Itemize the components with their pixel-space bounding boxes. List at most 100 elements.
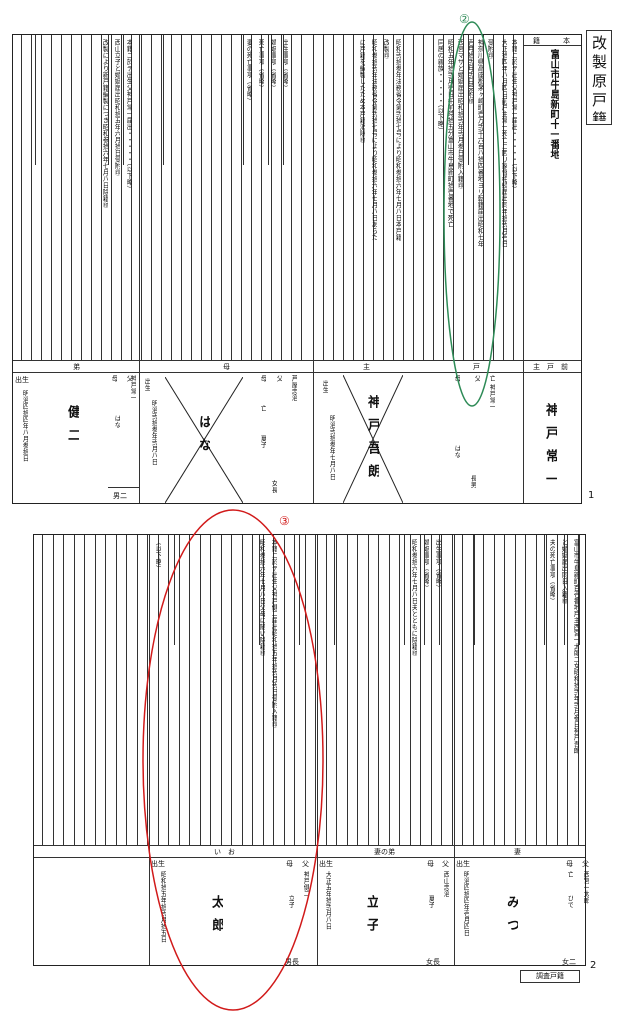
tatsuko-father-label: 父: [442, 860, 449, 868]
column-rule: [123, 35, 124, 165]
tatsuko-section-label: 妻の弟: [374, 848, 395, 856]
head-entry-8: 昭和弐拾参年法務省令第弐拾七号により昭和参拾六年七月八日本戸籍: [394, 39, 401, 241]
column-rule: [51, 35, 52, 360]
son-entry-2: 死亡事項（省略）: [257, 39, 264, 91]
head-entry-11: に戸籍を編製したため本戸籍消除㊞: [358, 39, 365, 143]
wife-father: 西宮一太郎: [582, 871, 589, 904]
head-entry-10: 昭和参拾弐年法務省令第弐拾七号により昭和参拾六年七月八日あらた: [370, 39, 377, 241]
column-rule: [404, 535, 405, 645]
kenji-birth: 明治四拾四年八月参拾日: [21, 390, 28, 462]
taro-entry-1: 昭和参拾六年七月八日父母に随い除籍㊞: [258, 539, 265, 656]
column-rule: [473, 35, 474, 360]
column-rule: [168, 535, 169, 845]
wife-relation: 女二: [562, 958, 576, 966]
column-rule: [452, 535, 453, 845]
wife-mother-status: 亡: [566, 871, 573, 878]
column-rule: [111, 35, 112, 360]
column-rule: [200, 535, 201, 845]
column-rule: [383, 35, 384, 360]
column-rule: [151, 35, 152, 360]
head-person-name: 神戸常一: [543, 403, 557, 493]
column-rule: [454, 535, 455, 965]
kenji-mother: はな: [113, 415, 120, 428]
goro-section-label: 主: [363, 363, 370, 371]
column-rule: [333, 35, 334, 360]
head-entry-9: 改製㊞: [382, 39, 389, 59]
column-rule: [263, 535, 264, 845]
tatsuko-entry-1: 婚姻事項（省略）: [422, 539, 429, 591]
wife-name: みつ: [504, 895, 518, 941]
hon-label: 本: [563, 37, 570, 45]
row-rule: [523, 45, 581, 46]
taro-mother: 立子: [287, 895, 294, 908]
column-rule: [242, 535, 243, 845]
column-rule: [513, 35, 514, 360]
son-entry-1: 婚姻事項（省略）: [269, 39, 276, 91]
column-rule: [191, 35, 192, 360]
mother-birth: 明治弐拾参年弐月八日: [150, 400, 157, 465]
row-rule: [13, 360, 581, 361]
row-rule: [108, 487, 139, 488]
column-rule: [393, 35, 394, 360]
column-rule: [243, 35, 244, 165]
goro-father: 亡 神戸常一: [488, 375, 495, 410]
head-entry-3: 神奈川県高座郡茅ヶ崎町壱万弐千六百八拾四番地ヨリ転籍届出昭和七年: [476, 39, 483, 247]
taro-section-label: い お: [214, 848, 235, 856]
column-rule: [443, 35, 444, 165]
column-rule: [483, 535, 484, 845]
misc-entry-0: （以下略）: [154, 539, 161, 572]
column-rule: [363, 35, 364, 360]
page2-number: 2: [590, 960, 597, 971]
column-rule: [557, 535, 558, 845]
column-rule: [211, 35, 212, 360]
mother-mother-status: 亡: [259, 405, 266, 412]
column-rule: [343, 35, 344, 165]
document-title-box: 改製原戸籍: [586, 30, 612, 125]
head-entry-5: 西宮マサと婚姻届出昭和拾弐年弐月参日受附入籍㊞: [456, 39, 463, 189]
wife-section-label: 妻: [514, 848, 521, 856]
column-rule: [578, 535, 579, 845]
tatsuko-mother: 夏子: [427, 895, 434, 908]
column-rule: [347, 535, 348, 845]
column-rule: [131, 35, 132, 360]
goro-birth-label: 出生: [321, 380, 328, 393]
goro-birth: 明治弐拾参年七月八日: [328, 415, 335, 480]
tatsuko-birth: 大正五年拾弐月八日: [324, 871, 331, 930]
column-rule: [334, 535, 335, 645]
kenji-name: 健二: [65, 405, 79, 451]
head-entry-4: 壱月拾弐月弐日受附㊞: [466, 39, 473, 104]
row-rule: [34, 857, 585, 858]
mother-father: 芦屋忠治: [290, 375, 297, 401]
goro-father-label: 父: [473, 375, 480, 382]
column-rule: [410, 535, 411, 845]
column-rule: [463, 35, 464, 360]
mother-birth-label: 出生: [143, 378, 150, 391]
column-rule: [403, 35, 404, 360]
column-rule: [101, 35, 102, 360]
column-rule: [210, 535, 211, 845]
head-entry-7: 同居の親族・・・・・（以下略）: [436, 39, 443, 134]
column-rule: [149, 535, 150, 965]
annotation-green-label: ②: [459, 12, 470, 26]
column-rule: [317, 535, 318, 965]
column-rule: [84, 535, 85, 845]
column-rule: [121, 35, 122, 360]
column-rule: [494, 535, 495, 845]
kenji-mother-label: 母: [110, 375, 117, 382]
goro-mother: はな: [453, 445, 460, 458]
column-rule: [261, 35, 262, 360]
column-rule: [423, 35, 424, 360]
goro-relation: 長男: [469, 475, 476, 488]
kenji-section-label: 弟: [73, 363, 80, 371]
column-rule: [433, 35, 434, 360]
kenji-father: 神戸常一: [129, 375, 136, 401]
kenji-entry-1: 西山立子と婚姻届出昭和拾五年六月拾日受附㊞: [113, 39, 120, 176]
column-rule: [313, 35, 314, 503]
column-rule: [468, 35, 469, 165]
column-rule: [389, 535, 390, 845]
column-rule: [523, 35, 524, 503]
goro-mother-label: 母: [453, 375, 460, 382]
tatsuko-entry-0: 出生事項（省略）: [434, 539, 441, 591]
column-rule: [158, 535, 159, 845]
page1-number: 1: [588, 490, 595, 501]
